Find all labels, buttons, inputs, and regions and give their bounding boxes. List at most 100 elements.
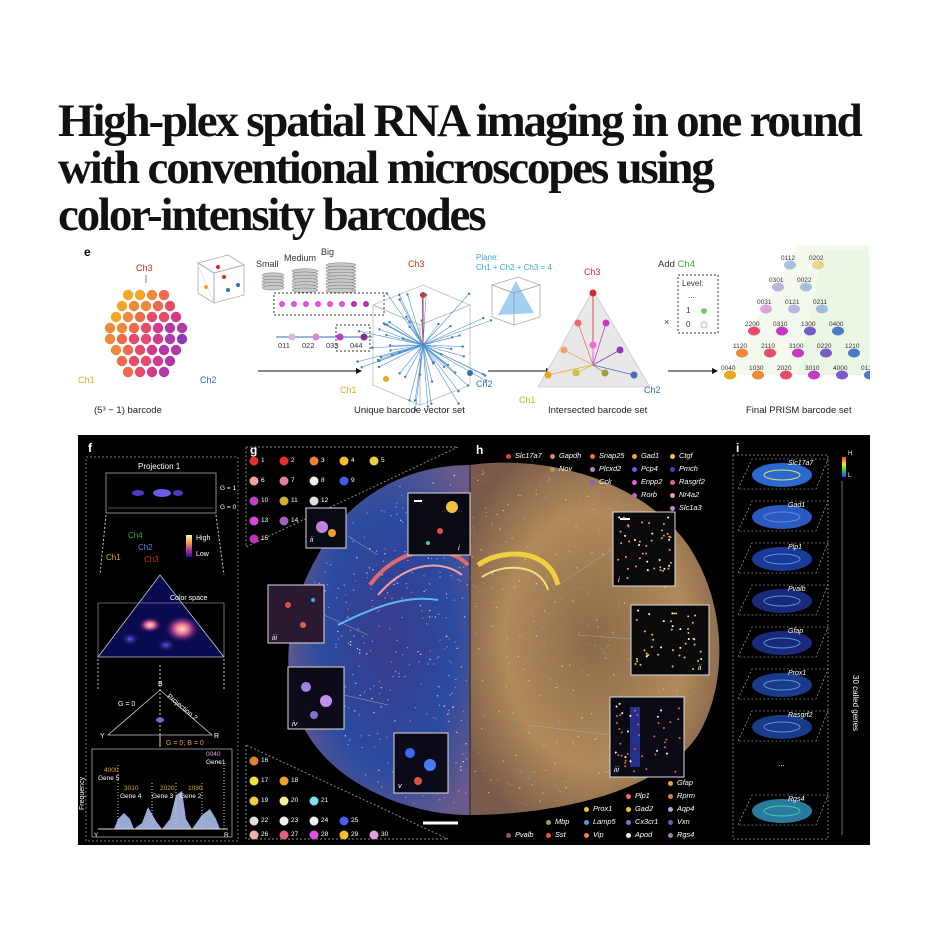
f-ch2-label: Ch2 — [138, 543, 153, 552]
prism-code: 0031 — [757, 299, 772, 306]
brain-speck — [485, 511, 488, 514]
slice-detail — [763, 595, 801, 607]
small-cube-icon — [197, 254, 245, 304]
g-spot-number: 2 — [291, 457, 295, 464]
prism-code: 3100 — [789, 343, 804, 350]
brain-speck — [381, 786, 383, 788]
h-gene-lamp5: Lamp5 — [584, 817, 616, 826]
brain-speck — [508, 662, 510, 665]
brain-speck — [513, 676, 515, 678]
brain-speck — [559, 790, 561, 792]
brain-speck — [356, 647, 359, 650]
brain-speck — [493, 577, 495, 579]
inset-speck — [626, 567, 629, 570]
brain-speck — [401, 507, 404, 509]
brain-speck — [364, 774, 367, 776]
brain-speck — [588, 506, 591, 508]
slice-tissue — [752, 589, 812, 613]
vector-tip — [430, 380, 434, 383]
brain-speck — [460, 769, 462, 771]
vector-tip — [408, 399, 411, 402]
brain-speck — [603, 756, 605, 758]
g-spot-number: 8 — [321, 477, 325, 484]
brain-speck — [481, 473, 484, 475]
inset-speck — [660, 529, 663, 532]
high-label: High — [196, 535, 211, 542]
vector-tip — [388, 344, 392, 347]
brain-speck — [540, 582, 542, 584]
brain-speck — [374, 746, 376, 748]
brain-speck — [588, 503, 590, 505]
inset-speck — [692, 637, 695, 640]
brain-speck — [534, 530, 537, 532]
inset-speck — [663, 567, 666, 570]
brain-speck — [603, 652, 605, 654]
g-spot-number: 25 — [351, 817, 359, 824]
barcode-ball — [110, 311, 122, 323]
g-spot — [369, 830, 379, 840]
h-gene-gad2: Gad2 — [626, 804, 653, 813]
inset-speck — [684, 642, 687, 645]
inset-speck — [627, 525, 630, 528]
brain-speck — [556, 741, 558, 744]
inset-speck — [660, 646, 663, 649]
inset-speck — [651, 633, 654, 636]
inset-speck — [624, 556, 627, 559]
brain-speck — [366, 576, 368, 579]
i-gene-label: Prox1 — [788, 670, 807, 677]
brain-speck — [394, 720, 396, 722]
ch3-label-3: Ch3 — [584, 267, 601, 277]
brain-speck — [414, 706, 416, 709]
inset-speck — [624, 756, 627, 759]
brain-speck — [478, 648, 480, 650]
brain-speck — [449, 694, 451, 696]
brain-speck — [443, 796, 446, 799]
brain-speck — [525, 804, 527, 806]
h-gene-gad1: Gad1 — [632, 451, 659, 460]
brain-speck — [448, 712, 450, 714]
f-ch3-label: Ch3 — [144, 555, 159, 564]
brain-speck — [337, 587, 340, 590]
slice-tissue — [752, 631, 812, 655]
brain-speck — [451, 706, 454, 708]
brain-speck — [476, 633, 478, 635]
lower-graphics — [85, 446, 846, 842]
brain-speck — [384, 548, 386, 550]
brain-speck — [524, 558, 527, 561]
barcode-ball — [158, 344, 170, 356]
brain-speck — [490, 750, 492, 752]
b-vertex: B — [158, 681, 163, 688]
barcode-ball — [104, 333, 116, 345]
brain-speck — [324, 571, 327, 573]
inset-speck — [668, 564, 671, 567]
barcode-ball — [128, 300, 140, 312]
brain-speck — [446, 646, 449, 648]
slice-detail — [763, 469, 801, 481]
i-gene-label: Slc17a7 — [788, 460, 814, 467]
brain-speck — [384, 553, 386, 555]
brain-speck — [564, 736, 567, 739]
brain-speck — [359, 649, 361, 651]
inset-speck — [675, 612, 678, 615]
brain-speck — [488, 697, 490, 699]
brain-speck — [387, 699, 389, 701]
brain-speck — [455, 678, 457, 681]
g0b0-label: G = 0, B = 0 — [166, 740, 204, 747]
level-0: 0 — [686, 320, 691, 329]
brain-speck — [439, 571, 441, 573]
sel-dot — [279, 301, 285, 307]
brain-speck — [554, 659, 556, 662]
brain-speck — [668, 592, 670, 595]
brain-speck — [458, 566, 461, 569]
brain-speck — [406, 587, 408, 589]
barcode-ball — [122, 344, 134, 356]
brain-speck — [423, 575, 425, 577]
brain-speck — [358, 665, 360, 668]
h-gene-rprm: Rprm — [668, 791, 695, 800]
vector-tip — [484, 379, 488, 382]
brain-speck — [335, 646, 337, 648]
brain-speck — [520, 494, 522, 497]
brain-speck — [519, 787, 521, 790]
brain-speck — [519, 635, 521, 637]
brain-speck — [604, 509, 606, 512]
